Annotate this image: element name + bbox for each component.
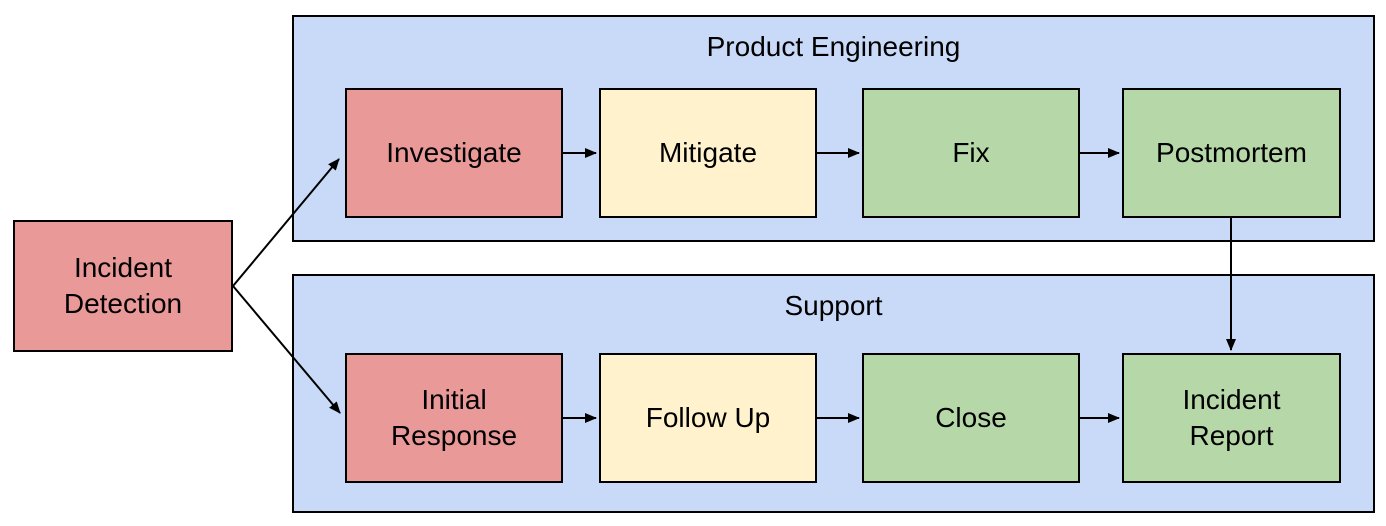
node-follow-up: Follow Up [599, 353, 817, 483]
node-investigate: Investigate [345, 88, 563, 218]
node-initial-response: Initial Response [345, 353, 563, 483]
node-incident-report: Incident Report [1122, 353, 1341, 483]
node-close: Close [862, 353, 1080, 483]
node-incident-detection: Incident Detection [13, 220, 233, 352]
node-mitigate: Mitigate [599, 88, 817, 218]
node-fix: Fix [862, 88, 1080, 218]
node-postmortem: Postmortem [1122, 88, 1341, 218]
lane-title-support: Support [784, 290, 883, 321]
lane-title-product-engineering: Product Engineering [706, 31, 961, 62]
